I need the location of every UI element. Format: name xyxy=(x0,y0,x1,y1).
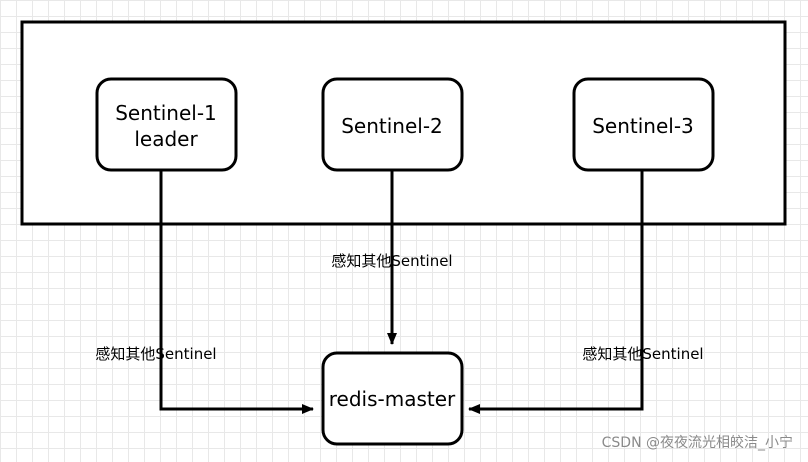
node-label-line-1: Sentinel-1 xyxy=(115,101,217,125)
node-box xyxy=(95,77,238,172)
node-box xyxy=(572,77,715,172)
node-sentinel-3: Sentinel-3 xyxy=(572,77,715,172)
edge-label-sentinel-1: 感知其他Sentinel xyxy=(95,345,216,363)
edge-label-sentinel-3: 感知其他Sentinel xyxy=(582,345,703,363)
node-redis-master: redis-master xyxy=(321,351,464,446)
edge-label-sentinel-2: 感知其他Sentinel xyxy=(331,252,452,270)
watermark-text: CSDN @夜夜流光相皎洁_小宁 xyxy=(602,434,793,451)
edge-line xyxy=(468,171,644,414)
edge-sentinel-1-to-master xyxy=(159,171,314,414)
node-sentinel-2: Sentinel-2 xyxy=(321,77,464,172)
node-label: Sentinel-3 xyxy=(592,114,694,138)
node-sentinel-1: Sentinel-1 leader xyxy=(95,77,238,172)
node-label: redis-master xyxy=(329,387,456,411)
edge-line xyxy=(159,171,314,414)
node-box xyxy=(321,351,464,446)
node-box xyxy=(321,77,464,172)
node-label-line-2: leader xyxy=(134,127,198,151)
edge-sentinel-3-to-master xyxy=(468,171,644,414)
node-label: Sentinel-2 xyxy=(341,114,443,138)
